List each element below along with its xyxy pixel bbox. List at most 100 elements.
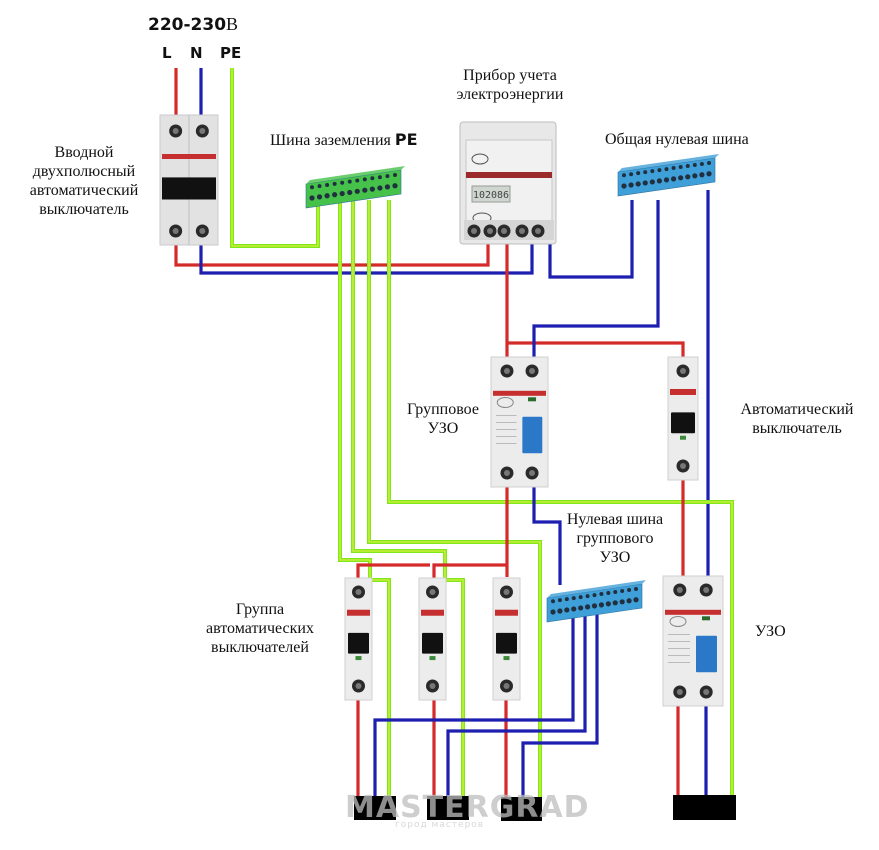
load-block-1 <box>354 796 396 820</box>
breaker-stripe <box>670 388 696 395</box>
label-pe-bus-suffix: PE <box>394 130 418 149</box>
terminal-screw-head <box>680 463 686 469</box>
group-neutral-bus <box>546 583 643 623</box>
terminal-screw-head <box>471 228 477 234</box>
label-line: электроэнергии <box>456 86 564 103</box>
terminal-screw-head <box>535 228 541 234</box>
meter-display <box>471 185 511 203</box>
bus-hole <box>317 184 322 189</box>
bus-hole <box>564 597 569 602</box>
rcd-stripe <box>665 609 721 615</box>
bus-screw <box>339 190 345 197</box>
test-button <box>496 397 514 408</box>
breaker-toggle <box>671 412 695 434</box>
terminal-screw-head <box>676 587 683 593</box>
bus-screw <box>324 193 330 199</box>
bus-screw <box>605 601 611 607</box>
terminal-screw-head <box>172 128 179 134</box>
watermark: MASTERGRAD <box>345 790 590 825</box>
bus-hole <box>551 599 555 604</box>
bus-screw <box>591 603 598 609</box>
meter-button <box>471 153 489 165</box>
meter-reading: 102086 <box>473 190 509 201</box>
bus-hole <box>557 598 562 603</box>
phase-wire <box>356 563 430 580</box>
neutral-wire <box>373 605 575 797</box>
label-neutral-bus: Общая нулевая шина <box>605 131 749 148</box>
label-pe-bus: Шина заземления PE <box>270 130 418 150</box>
label-breaker-group: Группа автоматических выключателей <box>190 600 330 657</box>
bus-screw <box>309 195 315 201</box>
bus-hole <box>571 596 576 601</box>
bus-screw <box>692 173 698 179</box>
bus-screw <box>699 172 705 178</box>
bus-hole <box>671 166 676 171</box>
bus-hole <box>622 173 626 178</box>
bus-screw <box>598 602 605 608</box>
supply-voltage: 220-230В <box>148 14 238 35</box>
bus-screw <box>678 175 684 181</box>
bus-hole <box>629 172 634 177</box>
bus-screw <box>332 192 338 198</box>
phase-wire <box>507 341 685 360</box>
pe-wire-core <box>231 68 319 247</box>
conductor-label-n: N <box>190 44 203 62</box>
rcd-indicator <box>702 616 710 621</box>
pe-wire <box>351 200 447 580</box>
bus-hole <box>347 179 352 184</box>
load-block-2 <box>427 796 469 820</box>
conductor-label-pe: PE <box>220 44 242 62</box>
bus-hole <box>385 174 390 179</box>
bus-hole <box>355 178 360 183</box>
bus-screw <box>706 171 712 177</box>
bus-screw <box>384 184 391 190</box>
bus-hole <box>370 176 375 181</box>
terminal-screw-head <box>519 228 525 234</box>
label-circuit-breaker: Автоматический выключатель <box>733 400 861 438</box>
load-block-3 <box>501 797 542 821</box>
bus-hole <box>634 586 638 591</box>
phase-wire <box>432 563 507 580</box>
bus-screw <box>649 179 655 185</box>
label-line: автоматических <box>206 620 314 637</box>
bus-hole <box>699 161 704 166</box>
label-line: выключателей <box>211 639 309 656</box>
common-neutral-bus <box>617 157 716 197</box>
rcd-indicator <box>528 397 537 402</box>
breaker-stripe <box>347 609 370 616</box>
terminal-screw-head <box>680 368 686 374</box>
bus-screw <box>550 609 556 615</box>
phase-wire <box>174 240 490 267</box>
bus-screw <box>557 608 563 614</box>
pe-wire <box>370 578 391 797</box>
label-meter: Прибор учета электроэнергии <box>440 66 580 104</box>
bus-screw <box>685 174 691 180</box>
label-pe-bus-text: Шина заземления <box>270 132 395 149</box>
bus-screw <box>663 177 670 183</box>
terminal-screw-head <box>676 689 683 695</box>
pe-wire-core <box>445 579 464 797</box>
label-rcd: УЗО <box>755 623 786 640</box>
bus-screw <box>316 194 323 200</box>
bus-hole <box>340 180 345 185</box>
bus-hole <box>627 587 632 592</box>
pe-ground-bus <box>305 169 402 209</box>
terminal-screw-head <box>503 470 510 476</box>
label-line: выключатель <box>39 201 129 218</box>
terminal-screw-head <box>429 683 436 689</box>
label-line: Нулевая шина <box>566 511 664 528</box>
breaker-toggle <box>348 632 369 654</box>
terminal-screw-head <box>703 587 710 593</box>
bus-screw <box>584 604 591 610</box>
conductor-label-l: L <box>162 44 172 62</box>
bus-screw <box>571 606 577 612</box>
label-line: двухполюсный <box>32 163 136 180</box>
bus-hole <box>678 165 683 170</box>
terminal-screw-head <box>199 228 206 234</box>
bus-screw <box>377 185 383 191</box>
bus-hole <box>643 170 648 175</box>
terminal-screw-head <box>487 228 493 234</box>
bus-screw <box>626 598 632 604</box>
terminal-screw-head <box>529 368 536 374</box>
